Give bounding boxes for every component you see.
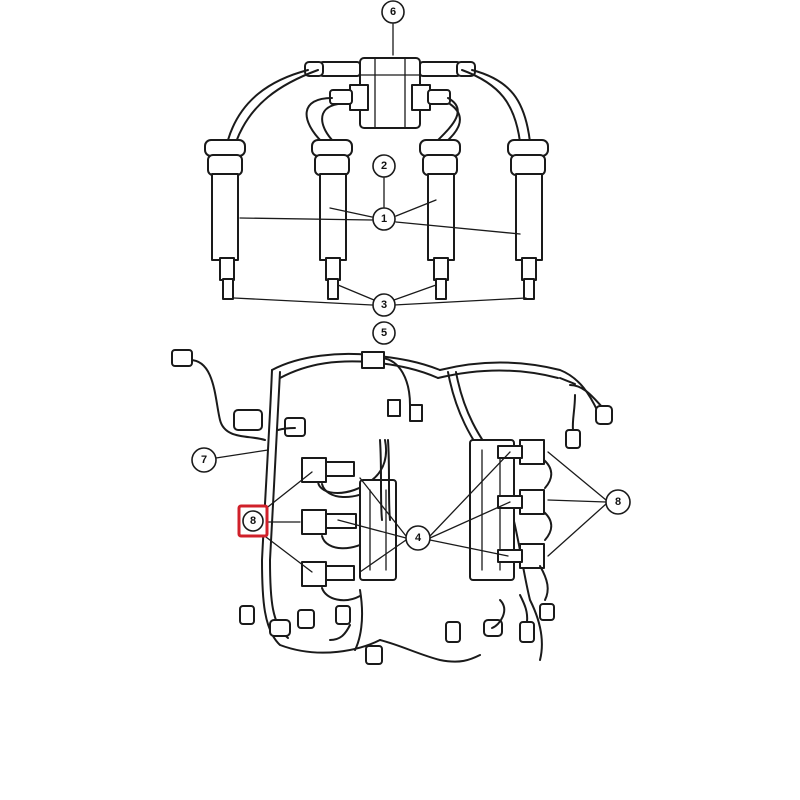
spark-plug-wires bbox=[227, 69, 531, 143]
callout-8-right-label: 8 bbox=[615, 496, 621, 508]
callout-4: 4 bbox=[405, 525, 431, 551]
callout-8-highlighted: 8 bbox=[237, 504, 269, 538]
callout-6: 6 bbox=[381, 0, 405, 24]
callout-8-right: 8 bbox=[605, 489, 631, 515]
callout-6-label: 6 bbox=[390, 6, 396, 18]
callout-2: 2 bbox=[372, 154, 396, 178]
leader-lines-top bbox=[233, 23, 527, 306]
coil-boot-3 bbox=[419, 139, 461, 300]
callout-7: 7 bbox=[191, 447, 217, 473]
ignition-coil-pack bbox=[304, 57, 476, 129]
coil-boot-1 bbox=[204, 139, 246, 300]
callout-7-label: 7 bbox=[201, 454, 207, 466]
left-coil-connectors bbox=[239, 439, 481, 665]
callout-8-left-label: 8 bbox=[250, 515, 256, 527]
callout-1-label: 1 bbox=[381, 213, 387, 225]
callout-3: 3 bbox=[372, 293, 396, 317]
leader-lines-bottom bbox=[215, 449, 607, 573]
callout-2-label: 2 bbox=[381, 160, 387, 172]
callout-4-label: 4 bbox=[415, 532, 422, 544]
callout-3-label: 3 bbox=[381, 299, 387, 311]
coil-boot-4 bbox=[507, 139, 549, 300]
coil-boot-2 bbox=[311, 139, 353, 300]
callout-5-label: 5 bbox=[381, 327, 387, 339]
callout-1: 1 bbox=[372, 207, 396, 231]
right-coil-connectors bbox=[445, 439, 555, 643]
callout-5: 5 bbox=[372, 321, 396, 345]
